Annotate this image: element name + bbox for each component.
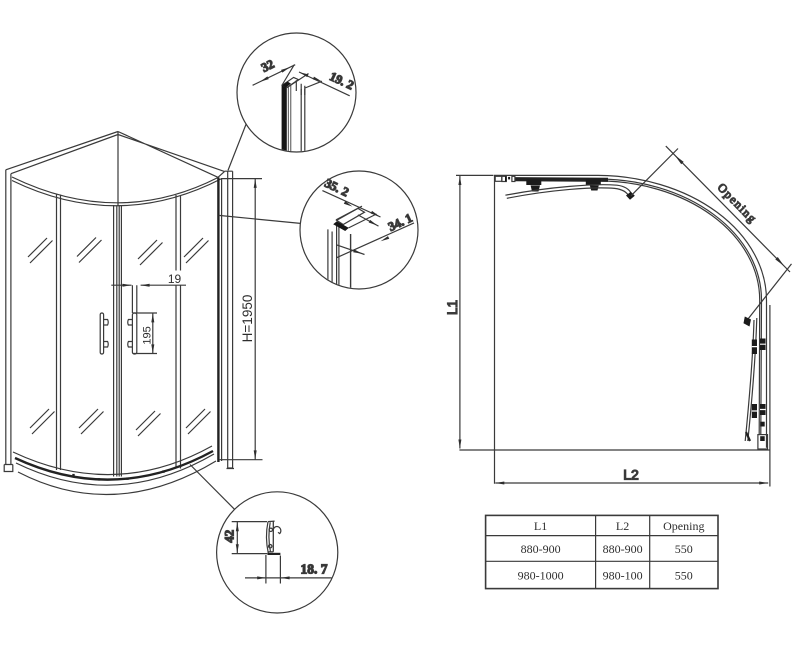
svg-text:980-1000: 980-1000 [518,569,564,583]
svg-text:880-900: 880-900 [603,542,643,556]
svg-text:42: 42 [222,530,237,543]
svg-text:195: 195 [142,326,154,344]
svg-text:H=1950: H=1950 [240,295,255,343]
svg-text:19: 19 [168,272,182,286]
svg-text:880-900: 880-900 [521,542,561,556]
svg-text:32: 32 [259,57,276,75]
svg-text:L2: L2 [616,519,629,533]
svg-text:L1: L1 [534,519,547,533]
svg-text:550: 550 [675,569,693,583]
svg-text:Opening: Opening [663,519,704,533]
svg-text:L2: L2 [623,467,639,483]
svg-text:L1: L1 [445,300,460,315]
svg-text:18. 7: 18. 7 [301,562,328,577]
svg-text:550: 550 [675,542,693,556]
svg-text:980-100: 980-100 [603,569,643,583]
